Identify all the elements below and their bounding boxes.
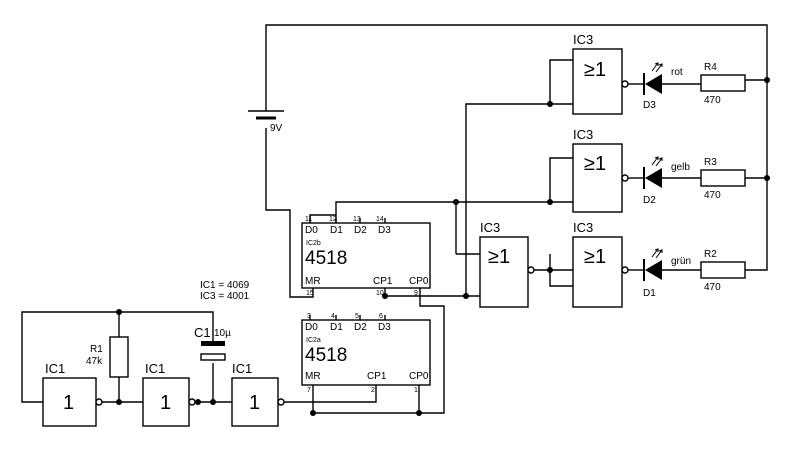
inverter-3-label: IC1 xyxy=(232,361,252,376)
battery: 9V xyxy=(248,110,284,134)
ic2b-pin-cp1: CP1 xyxy=(373,276,393,287)
nor-gate-bottom-bubble xyxy=(621,266,629,274)
ic2a-pin-cp1: CP1 xyxy=(367,371,387,382)
ic2a-pin-cp0: CP0 xyxy=(409,371,429,382)
ic2a-pin-d2-number: 5 xyxy=(355,313,359,320)
ic2a-pin-mr-number: 7 xyxy=(307,387,311,394)
ic2a-pin-d1-number: 4 xyxy=(331,313,335,320)
nor-gate-bottom: IC3 ≥1 xyxy=(572,220,629,308)
r4-name: R4 xyxy=(704,62,717,73)
ic2a-pin-d0-number: 3 xyxy=(307,313,311,320)
ic2b-pin-d1-number: 12 xyxy=(329,216,337,223)
ic-note-line1: IC1 = 4069 xyxy=(200,280,250,291)
nor-gate-middle-bubble xyxy=(621,174,629,182)
ic2a-part: 4518 xyxy=(305,345,347,366)
ic2a-pin-d0: D0 xyxy=(305,322,318,333)
ic2b-pin-d3: D3 xyxy=(378,225,391,236)
ic2b-pin-d1: D1 xyxy=(330,225,343,236)
ic-note: IC1 = 4069 IC3 = 4001 xyxy=(200,280,250,302)
capacitor-c1: C1 10µ xyxy=(194,325,231,361)
nor-gate-middle-label: IC3 xyxy=(573,127,593,142)
nor-gate-top-label: IC3 xyxy=(573,32,593,47)
inverter-2-symbol: 1 xyxy=(160,392,171,414)
junctions xyxy=(116,77,770,416)
r2-name: R2 xyxy=(704,249,717,260)
nor-gate-left-label: IC3 xyxy=(480,220,500,235)
ic2a-name: IC2a xyxy=(306,337,321,344)
ic2b-pin-d0: D0 xyxy=(305,225,318,236)
ic2b-counter: 11 12 13 14 D0 D1 D2 D3 IC2b 4518 MR CP1… xyxy=(301,216,431,297)
nor-gate-bottom-symbol: ≥1 xyxy=(584,246,606,268)
resistor-r1: R1 47k xyxy=(86,336,129,378)
ic2a-pin-mr: MR xyxy=(305,371,321,382)
ic2a-pin-cp1-number: 2 xyxy=(371,387,375,394)
ic2b-part: 4518 xyxy=(305,248,347,269)
led-d2-name: D2 xyxy=(643,195,656,206)
led-d3-name: D3 xyxy=(643,100,656,111)
c1-value: 10µ xyxy=(214,328,231,339)
nor-gate-left-bubble xyxy=(527,266,535,274)
ic2a-pin-d3-number: 6 xyxy=(379,313,383,320)
inverter-3-symbol: 1 xyxy=(249,392,260,414)
battery-voltage: 9V xyxy=(270,123,283,134)
inverter-2-bubble xyxy=(188,398,196,406)
resistor-r3: R3 470 xyxy=(700,157,746,201)
inverter-2-label: IC1 xyxy=(145,361,165,376)
led-d1-name: D1 xyxy=(643,288,656,299)
resistor-r4: R4 470 xyxy=(700,62,746,106)
inverter-3-bubble xyxy=(277,398,285,406)
nor-gate-left-symbol: ≥1 xyxy=(488,246,510,268)
c1-name: C1 xyxy=(194,325,211,340)
r3-value: 470 xyxy=(704,190,721,201)
ic2b-pin-cp0: CP0 xyxy=(409,276,429,287)
inverter-1-label: IC1 xyxy=(45,361,65,376)
nor-gate-left: IC3 ≥1 xyxy=(479,220,535,308)
ic2b-pin-d2-number: 13 xyxy=(353,216,361,223)
led-d2: gelb D2 xyxy=(643,156,690,206)
ic2b-pin-cp1-number: 10 xyxy=(376,290,384,297)
ic2a-pin-cp0-number: 1 xyxy=(414,387,418,394)
inverter-1-bubble xyxy=(95,398,103,406)
ic2b-pin-cp0-number: 9 xyxy=(414,290,418,297)
ic2b-pin-d3-number: 14 xyxy=(376,216,384,223)
r3-name: R3 xyxy=(704,157,717,168)
ic2a-pin-d3: D3 xyxy=(378,322,391,333)
ic2b-pin-d0-number: 11 xyxy=(305,216,312,223)
nor-gate-middle-symbol: ≥1 xyxy=(584,153,606,175)
led-d3-color: rot xyxy=(671,67,683,78)
nor-gate-top-symbol: ≥1 xyxy=(584,59,606,81)
led-d3: rot D3 xyxy=(643,62,683,111)
nor-gate-bottom-label: IC3 xyxy=(573,220,593,235)
nor-gate-top: IC3 ≥1 xyxy=(572,32,629,115)
r4-value: 470 xyxy=(704,95,721,106)
nor-gate-top-bubble xyxy=(621,80,629,88)
ic2b-pin-mr: MR xyxy=(305,276,321,287)
led-d1: grün D1 xyxy=(643,248,691,299)
inverter-1-symbol: 1 xyxy=(63,392,74,414)
inverter-3: IC1 1 xyxy=(231,361,285,427)
ic2b-pin-d2: D2 xyxy=(354,225,367,236)
ic2b-name: IC2b xyxy=(306,240,321,247)
r1-name: R1 xyxy=(90,344,103,355)
nor-gate-middle: IC3 ≥1 xyxy=(572,127,629,213)
ic-note-line2: IC3 = 4001 xyxy=(200,291,250,302)
inverter-1: IC1 1 xyxy=(42,361,103,427)
inverter-2: IC1 1 xyxy=(142,361,196,427)
led-d2-color: gelb xyxy=(671,162,690,173)
ic2a-counter: 3 4 5 6 D0 D1 D2 D3 IC2a 4518 MR CP1 CP0… xyxy=(301,313,431,394)
resistor-r2: R2 470 xyxy=(700,249,746,293)
led-d1-color: grün xyxy=(671,256,691,267)
r2-value: 470 xyxy=(704,282,721,293)
r1-value: 47k xyxy=(86,356,103,367)
ic2a-pin-d1: D1 xyxy=(330,322,343,333)
ic2a-pin-d2: D2 xyxy=(354,322,367,333)
ic2b-pin-mr-number: 15 xyxy=(306,290,314,297)
